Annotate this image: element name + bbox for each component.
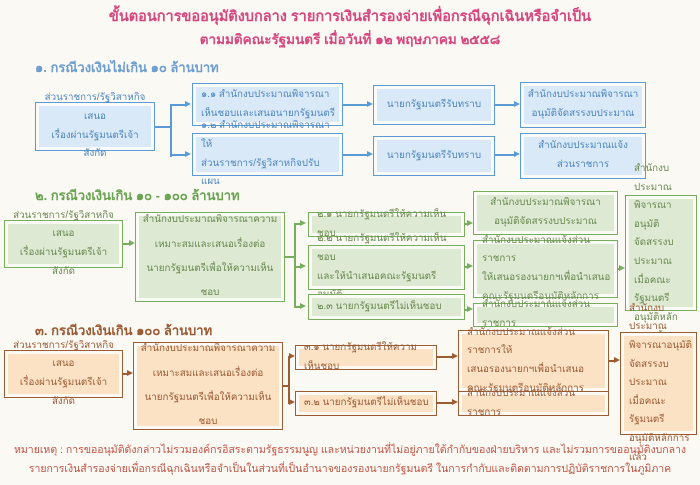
flow-arrow (185, 151, 191, 157)
flow-line (437, 402, 452, 404)
s2-allocate-budget-box: สำนักงบประมาณพิจารณา อนุมัติจัดสรรงบประม… (473, 191, 618, 235)
flow-arrow (367, 151, 373, 157)
flow-arrow (452, 353, 458, 359)
s1-step-1-2-box: ๑.๒ สำนักงบประมาณพิจารณาให้ ส่วนราชการ/ร… (192, 120, 343, 187)
flow-arrow (514, 151, 520, 157)
flow-line (123, 373, 127, 375)
flow-line (155, 126, 172, 128)
s2-review-box: สำนักงบประมาณพิจารณาความ เหมาะสมและเสนอเ… (135, 212, 285, 302)
s3-start-box: ส่วนราชการ/รัฐวิสาหกิจเสนอ เรื่องผ่านรัฐ… (4, 340, 123, 407)
flow-line (465, 266, 467, 268)
flow-line (465, 309, 467, 311)
s1-allocate-budget-box: สำนักงบประมาณพิจารณา อนุมัติจัดสรรงบประม… (520, 82, 646, 128)
flow-arrow (467, 306, 473, 312)
s2-start-box: ส่วนราชการ/รัฐวิสาหกิจเสนอ เรื่องผ่านรัฐ… (4, 210, 123, 277)
flow-line (495, 154, 514, 156)
flow-line (285, 256, 295, 258)
s2-notify-agency-cabinet-box: สำนักงบประมาณแจ้งส่วนราชการ ให้เสนอรองนา… (473, 235, 618, 302)
page-title-line1: ขั้นตอนการขออนุมัติงบกลาง รายการเงินสำรอ… (108, 9, 592, 25)
flow-arrow (300, 263, 306, 269)
flow-arrow (300, 220, 306, 226)
flow-arrow (300, 303, 306, 309)
flow-line (343, 104, 367, 106)
s3-step-3-2-box: ๓.๒ นายกรัฐมนตรีไม่เห็นชอบ (295, 391, 437, 416)
s3-step-3-1-box: ๓.๑ นายกรัฐมนตรีให้ความเห็นชอบ (295, 342, 437, 372)
page-title-line2: ตามมติคณะรัฐมนตรี เมื่อวันที่ ๑๒ พฤษภาคม… (199, 32, 501, 47)
s1-pm-acknowledge-box-top: นายกรัฐมนตรีรับทราบ (373, 85, 495, 125)
s2-step-2-2-box: ๒.๒ นายกรัฐมนตรีให้ความเห็นชอบ และให้นำเ… (308, 233, 465, 300)
s1-pm-acknowledge-box-bottom: นายกรัฐมนตรีรับทราบ (373, 136, 495, 176)
s1-start-box: ส่วนราชการ/รัฐวิสาหกิจเสนอ เรื่องผ่านรัฐ… (35, 92, 155, 159)
s1-step-1-1-box: ๑.๑ สำนักงบประมาณพิจารณา เห็นชอบและเสนอน… (192, 83, 343, 126)
s3-final-allocation-box: สำนักงบประมาณ พิจารณาอนุมัติ จัดสรรงบประ… (620, 303, 697, 463)
flow-line (609, 360, 614, 362)
footnote-line1: หมายเหตุ : การขออนุมัติดังกล่าวไม่รวมองค… (13, 444, 687, 456)
flow-line (617, 268, 619, 270)
flow-arrow (367, 101, 373, 107)
s2-step-2-1-box: ๒.๑ นายกรัฐมนตรีให้ความเห็นชอบ (308, 209, 465, 239)
footnote: หมายเหตุ : การขออนุมัติดังกล่าวไม่รวมองค… (0, 441, 700, 479)
s1-notify-agency-box: สำนักงบประมาณแจ้ง ส่วนราชการ (520, 133, 646, 179)
section-3-heading: ๓. กรณีวงเงินเกิน ๑๐๐ ล้านบาท (35, 323, 213, 338)
flow-line (294, 306, 300, 308)
flow-line (288, 357, 290, 404)
flow-arrow (129, 240, 135, 246)
flow-arrow (467, 220, 473, 226)
flow-line (343, 154, 367, 156)
section-2-heading: ๒. กรณีวงเงินเกิน ๑๐ - ๑๐๐ ล้านบาท (35, 188, 240, 203)
flow-line (288, 402, 289, 404)
flow-arrow (619, 265, 625, 271)
flow-line (294, 266, 300, 268)
flow-line (495, 104, 514, 106)
flow-line (283, 385, 289, 387)
flow-arrow (614, 357, 620, 363)
footnote-line2: รายการเงินสำรองจ่ายเพื่อกรณีฉุกเฉินหรือจ… (28, 462, 672, 475)
s2-step-2-3-box: ๒.๓ นายกรัฐมนตรีไม่เห็นชอบ (308, 294, 465, 320)
s2-notify-agency-box: สำนักงบประมาณแจ้งส่วนราชการ (473, 299, 618, 329)
s3-notify-agency-box: สำนักงบประมาณแจ้งส่วนราชการ (458, 388, 609, 418)
flow-line (170, 154, 185, 156)
flow-arrow (467, 263, 473, 269)
s3-notify-agency-cabinet-box: สำนักงบประมาณแจ้งส่วนราชการให้ เสนอรองนา… (458, 327, 609, 394)
flow-line (170, 104, 185, 106)
flow-arrow (185, 101, 191, 107)
flow-line (294, 223, 300, 225)
flow-line (437, 356, 452, 358)
flow-line (288, 356, 289, 358)
flow-arrow (452, 399, 458, 405)
s3-review-box: สำนักงบประมาณพิจารณาความ เหมาะสมและเสนอเ… (133, 342, 283, 430)
flow-line (170, 104, 172, 157)
s2-final-allocation-box: สำนักงบประมาณ พิจารณาอนุมัติ จัดสรรงบประ… (625, 163, 697, 341)
flow-line (465, 223, 467, 225)
flow-arrow (127, 370, 133, 376)
flow-arrow (289, 353, 295, 359)
flow-arrow (289, 399, 295, 405)
flow-line (123, 243, 129, 245)
flow-arrow (514, 101, 520, 107)
section-1-heading: ๑. กรณีวงเงินไม่เกิน ๑๐ ล้านบาท (35, 60, 219, 75)
